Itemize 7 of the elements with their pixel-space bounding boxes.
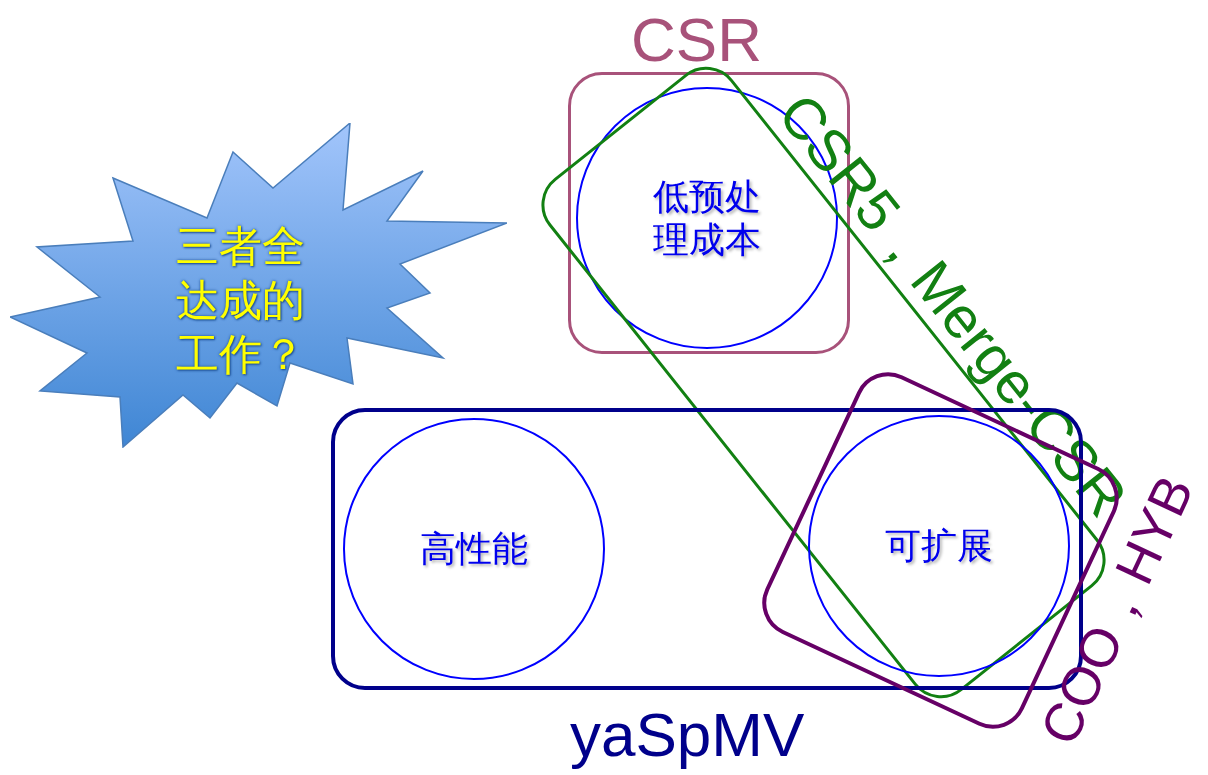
goal-text: 可扩展 bbox=[884, 524, 994, 568]
goal-circle bbox=[343, 418, 605, 680]
callout-text: 三者全达成的工作？ bbox=[174, 221, 306, 380]
group-label: CSR bbox=[631, 9, 762, 71]
goal-text: 低预处理成本 bbox=[652, 174, 762, 262]
starburst-shape bbox=[10, 123, 507, 448]
goal-text: 高性能 bbox=[419, 527, 529, 571]
